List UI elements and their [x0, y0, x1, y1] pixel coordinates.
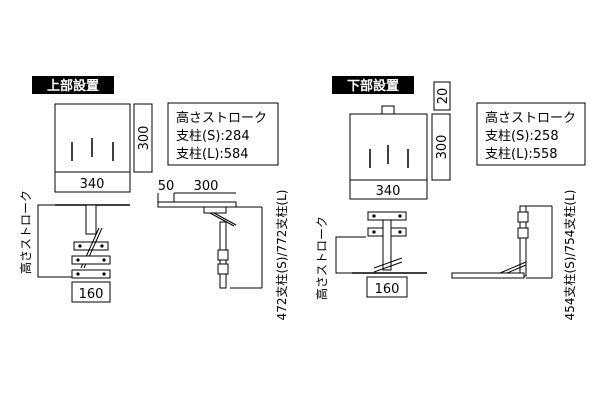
panel-width-label: 340 — [80, 177, 105, 192]
pole-clamp-side — [217, 249, 229, 261]
table-top-side — [451, 272, 525, 279]
dimension-box-top — [433, 81, 451, 111]
bolt — [76, 258, 80, 262]
stroke-info-line: 支柱(S):284 — [176, 129, 250, 144]
pole-upper — [85, 204, 97, 235]
table-top-side — [157, 201, 237, 208]
pole-length-label: 472支柱(S)/772支柱(L) — [274, 190, 289, 321]
dimension-box-height — [431, 113, 451, 181]
panel-height-label: 300 — [137, 126, 152, 151]
bolt — [398, 214, 402, 218]
stroke-info-line: 支柱(L):558 — [485, 147, 558, 162]
stroke-dimension-line — [335, 236, 366, 274]
dimension-box-height — [133, 103, 153, 173]
bolt — [102, 258, 106, 262]
side-offset-label: 50 — [158, 179, 175, 194]
pole-lower — [382, 219, 392, 271]
dimension-box-base — [366, 276, 408, 298]
section-badge-label: 上部設置 — [47, 78, 99, 94]
bolt — [372, 230, 376, 234]
stroke-label: 高さストローク — [18, 190, 33, 274]
panel-width-label: 340 — [376, 184, 401, 199]
section-badge — [32, 76, 114, 94]
stroke-info-line: 支柱(L):584 — [176, 147, 249, 162]
bolt — [102, 272, 106, 276]
section-badge — [332, 76, 414, 94]
top-extra-label: 20 — [436, 88, 451, 105]
pole-clamp-side — [517, 211, 529, 223]
stroke-info-title: 高さストローク — [176, 110, 267, 126]
bolt — [372, 214, 376, 218]
bolt — [100, 244, 104, 248]
dimension-box-width — [349, 179, 428, 200]
arm-diagonal — [213, 212, 237, 226]
stroke-dimension-line — [37, 204, 72, 278]
stroke-info-box — [167, 102, 279, 166]
mount-tab — [381, 105, 395, 115]
section-badge-label: 下部設置 — [347, 78, 399, 94]
arm-diagonal — [373, 257, 403, 269]
base-width-label: 160 — [79, 287, 104, 302]
section-top-install: 上部設置 300 340 高さストローク 支柱(S):284 支柱(L):584 — [18, 76, 289, 320]
dimension-box-base — [71, 281, 111, 303]
clamp-bracket — [71, 269, 111, 279]
clamp-bracket — [71, 255, 111, 265]
pole-clamp-side — [517, 227, 529, 239]
pole-clamp-side — [217, 263, 229, 275]
side-depth-label: 300 — [194, 179, 219, 194]
base-width-label: 160 — [375, 282, 400, 297]
bolt — [76, 272, 80, 276]
panel-height-label: 300 — [435, 135, 450, 160]
stroke-info-title: 高さストローク — [485, 110, 576, 126]
bolt — [398, 230, 402, 234]
dimension-box-width — [54, 171, 131, 193]
arm-diagonal — [209, 212, 235, 227]
mount-plate — [203, 206, 227, 214]
stroke-label: 高さストローク — [314, 216, 329, 300]
arm-diagonal — [373, 261, 403, 273]
pole-length-label: 454支柱(S)/754支柱(L) — [562, 190, 577, 321]
stroke-info-box — [476, 102, 586, 166]
section-bottom-install: 下部設置 20 300 340 高さストローク 支柱(S):258 支柱(L):… — [314, 76, 586, 321]
stroke-info-line: 支柱(S):258 — [485, 129, 559, 144]
arm-diagonal — [499, 261, 527, 274]
bolt — [78, 244, 82, 248]
